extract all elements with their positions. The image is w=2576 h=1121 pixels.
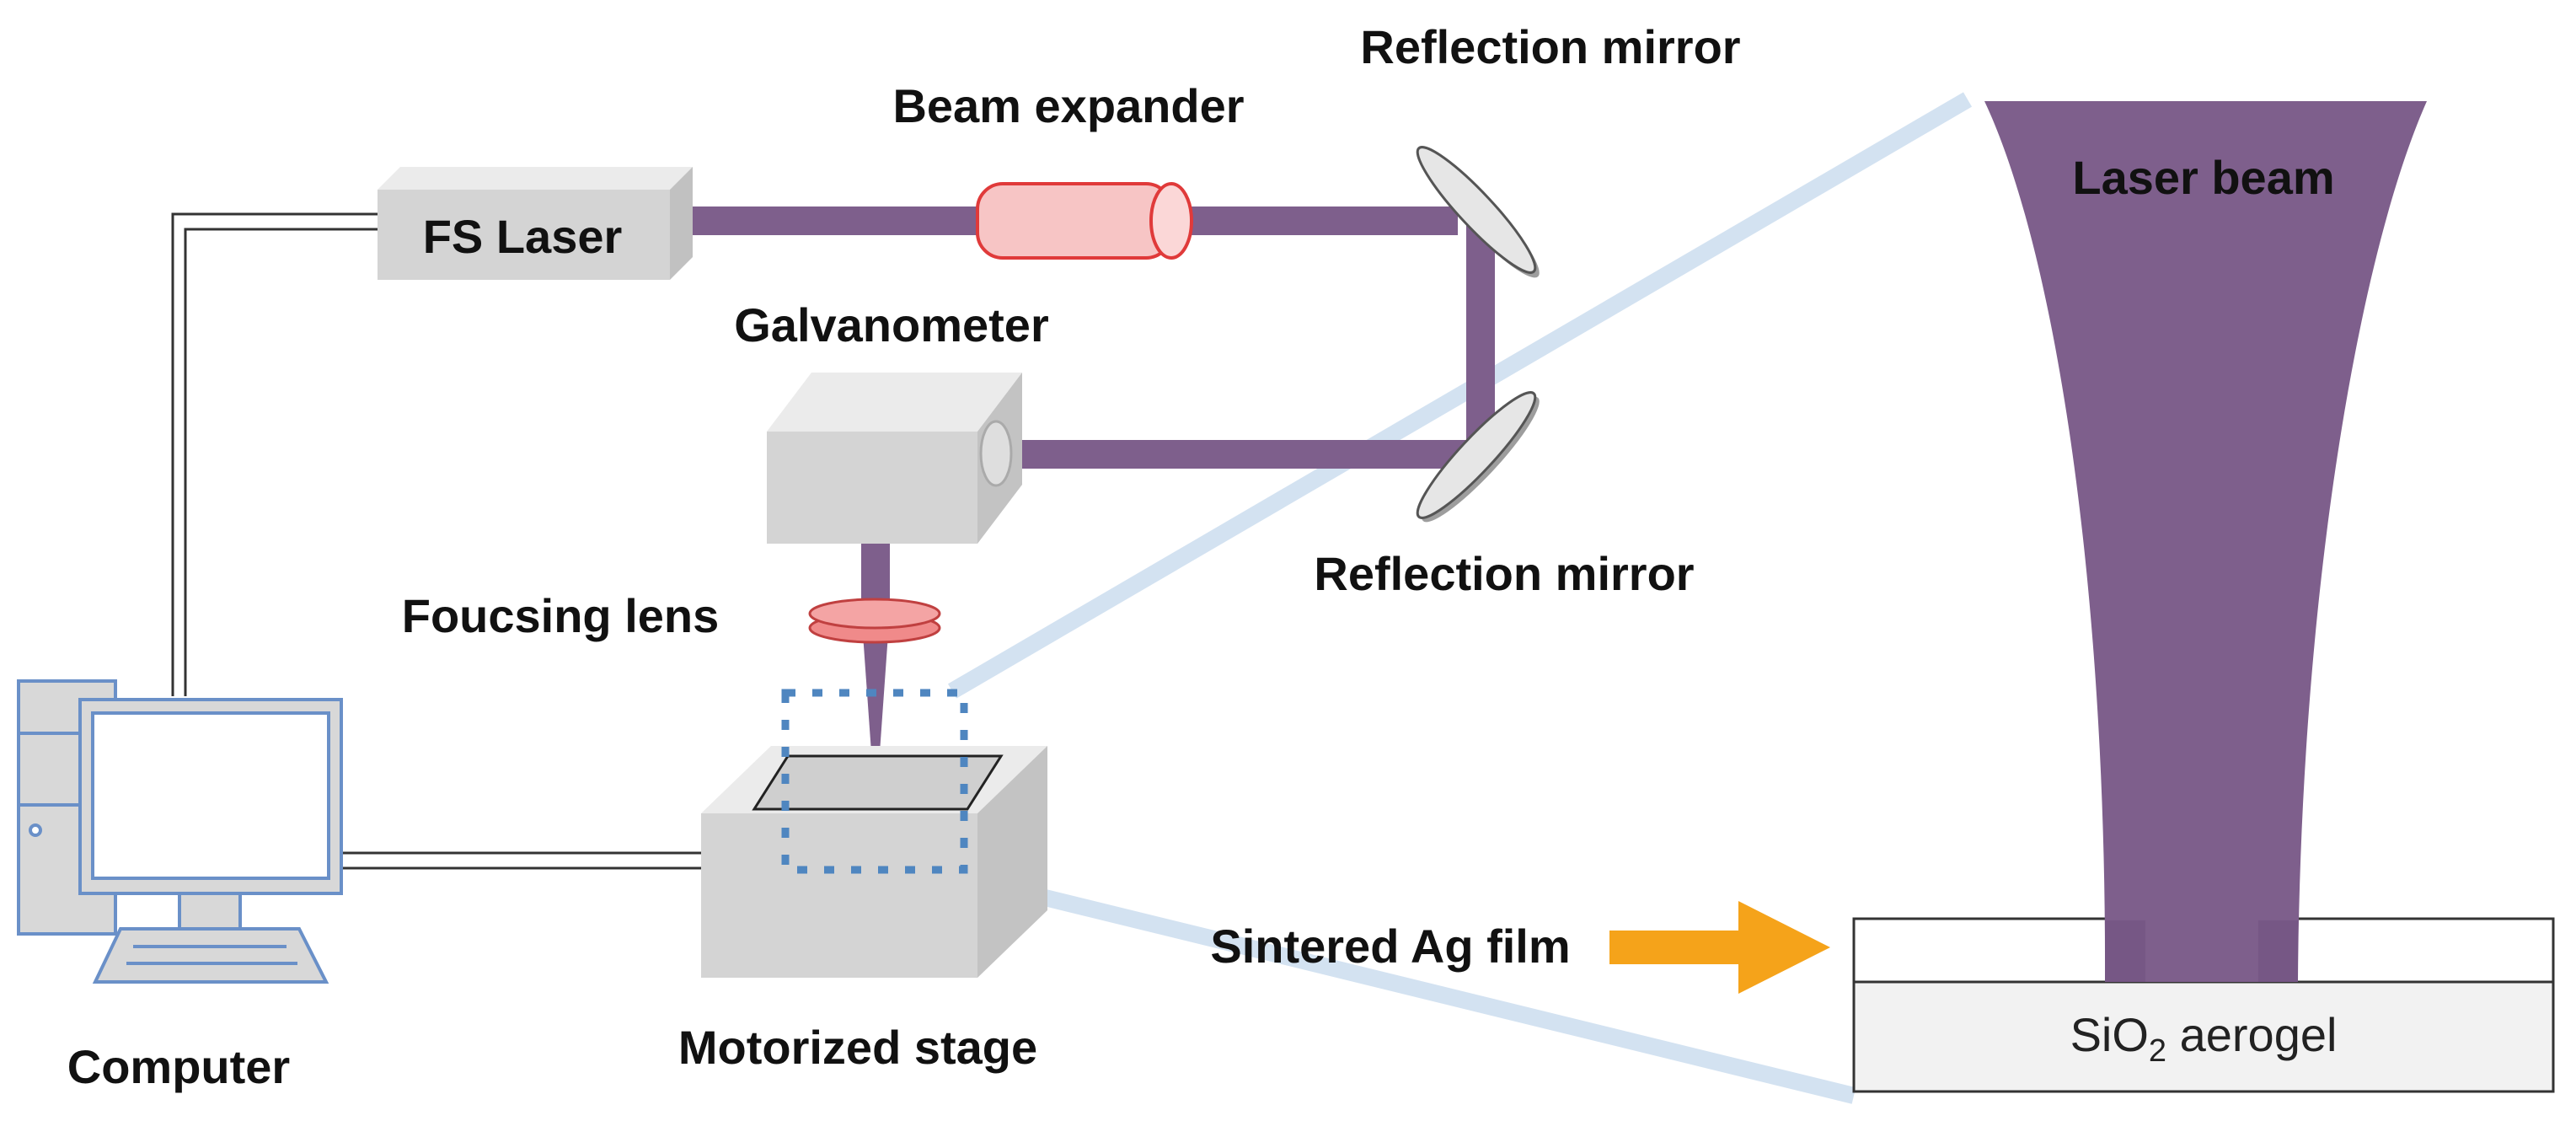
reflection-mirror-top — [1416, 146, 1540, 278]
sio2-aerogel-substrate — [1852, 980, 2555, 1093]
zoom-region-box — [781, 689, 968, 874]
sio2-aerogel-subscript: 2 — [2149, 1033, 2166, 1069]
reflection-mirror-top-label: Reflection mirror — [1360, 20, 1740, 73]
computer — [17, 679, 343, 984]
laser-beam-label: Laser beam — [2072, 151, 2334, 204]
laser-beam-path — [670, 206, 1495, 788]
beam-expander — [976, 182, 1193, 260]
fs-laser-box: FS Laser — [378, 167, 693, 280]
sio2-aerogel-suffix: aerogel — [2166, 1008, 2337, 1061]
sample-film — [752, 754, 1004, 811]
beam-expander-label: Beam expander — [892, 79, 1244, 132]
zoom-inset — [1852, 101, 2555, 1093]
focusing-lens — [808, 598, 941, 644]
inset-laser-beam — [1984, 101, 2427, 982]
sintered-ag-film-label: Sintered Ag film — [1210, 920, 1570, 973]
galvanometer-box — [767, 373, 1022, 544]
motorized-stage-label: Motorized stage — [678, 1021, 1037, 1074]
fs-laser-label: FS Laser — [423, 210, 623, 263]
ag-film-arrow — [1609, 901, 1830, 994]
computer-cables — [171, 212, 701, 870]
sio2-aerogel-prefix: SiO — [2070, 1008, 2149, 1061]
computer-label: Computer — [67, 1040, 290, 1093]
reflection-mirror-bottom — [1416, 391, 1540, 523]
galvanometer-label: Galvanometer — [734, 298, 1049, 351]
zoom-projection-lines — [947, 92, 1973, 1104]
focusing-lens-label: Foucsing lens — [402, 589, 720, 642]
sio2-aerogel-label: SiO2 aerogel — [2070, 1008, 2338, 1069]
reflection-mirror-bottom-label: Reflection mirror — [1314, 547, 1694, 600]
